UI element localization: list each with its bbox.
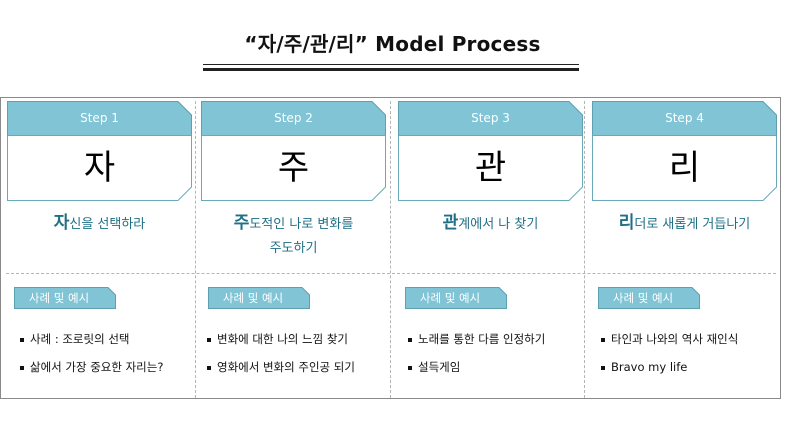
step-3-desc-lead: 관 [442,213,459,233]
list-item: 변화에 대한 나의 느낌 찾기 [207,325,355,353]
step-1-card: Step 1 자 [7,101,192,201]
step-4-desc-lead: 리 [618,213,635,233]
example-text: 노래를 통한 다름 인정하기 [418,332,546,346]
step-1-desc-text: 신을 선택하라 [69,217,146,232]
bullet-icon [601,365,605,370]
step-2-card: Step 2 주 [201,101,386,201]
step-3-example-list: 노래를 통한 다름 인정하기 설득게임 [408,325,545,381]
step-1-description: 자신을 선택하라 [7,211,192,237]
step-4-description: 리더로 새롭게 거듭나기 [592,211,777,237]
bullet-icon [601,337,605,342]
step-4-label: Step 4 [665,111,704,125]
step-3-example-tag-label: 사례 및 예시 [419,291,481,305]
step-4-card: Step 4 리 [592,101,777,201]
step-3-example-tag: 사례 및 예시 [405,287,507,309]
title-underline-thin [203,64,579,65]
step-4-char: 리 [668,148,701,188]
step-3-label: Step 3 [471,111,510,125]
example-text: 변화에 대한 나의 느낌 찾기 [217,332,349,346]
step-3-description: 관계에서 나 찾기 [398,211,583,237]
step-2-char: 주 [277,148,310,188]
column-divider [195,101,196,398]
step-4-desc-text: 더로 새롭게 거듭나기 [634,217,751,232]
step-3-card: Step 3 관 [398,101,583,201]
step-1-example-tag: 사례 및 예시 [14,287,116,309]
list-item: 삶에서 가장 중요한 자리는? [20,353,163,381]
step-2-description: 주도적인 나로 변화를 주도하기 [201,211,386,261]
example-text: 사례 : 조로릿의 선택 [30,332,130,346]
step-2-desc-line2: 주도하기 [269,241,318,256]
bullet-icon [207,337,211,342]
section-divider [6,273,776,274]
list-item: 설득게임 [408,353,545,381]
step-3-char: 관 [474,148,507,188]
list-item: Bravo my life [601,353,738,381]
step-4-example-list: 타인과 나와의 역사 재인식 Bravo my life [601,325,738,381]
list-item: 사례 : 조로릿의 선택 [20,325,163,353]
step-3-desc-text: 계에서 나 찾기 [458,217,539,232]
step-1-example-tag-label: 사례 및 예시 [28,291,90,305]
bullet-icon [207,365,211,370]
step-4-example-tag-label: 사례 및 예시 [612,291,674,305]
example-text: 타인과 나와의 역사 재인식 [611,332,739,346]
step-2-example-tag: 사례 및 예시 [208,287,310,309]
title-underline-thick [203,68,579,71]
step-1-label: Step 1 [80,111,119,125]
step-2-desc-text: 도적인 나로 변화를 [249,217,354,232]
column-divider [390,101,391,398]
step-2-example-list: 변화에 대한 나의 느낌 찾기 영화에서 변화의 주인공 되기 [207,325,355,381]
list-item: 노래를 통한 다름 인정하기 [408,325,545,353]
bullet-icon [408,337,412,342]
bullet-icon [20,337,24,342]
step-2-desc-lead: 주 [233,213,250,233]
example-text: 설득게임 [418,360,461,374]
step-2-example-tag-label: 사례 및 예시 [222,291,284,305]
example-text: 영화에서 변화의 주인공 되기 [217,360,355,374]
process-frame [0,97,781,399]
step-2-label: Step 2 [274,111,313,125]
diagram-title: “자/주/관/리” Model Process [244,32,541,56]
step-1-char: 자 [83,148,116,188]
bullet-icon [408,365,412,370]
step-1-desc-lead: 자 [53,213,70,233]
list-item: 영화에서 변화의 주인공 되기 [207,353,355,381]
example-text: Bravo my life [611,360,688,374]
example-text: 삶에서 가장 중요한 자리는? [30,360,164,374]
list-item: 타인과 나와의 역사 재인식 [601,325,738,353]
step-1-example-list: 사례 : 조로릿의 선택 삶에서 가장 중요한 자리는? [20,325,163,381]
step-4-example-tag: 사례 및 예시 [598,287,700,309]
column-divider [584,101,585,398]
bullet-icon [20,365,24,370]
